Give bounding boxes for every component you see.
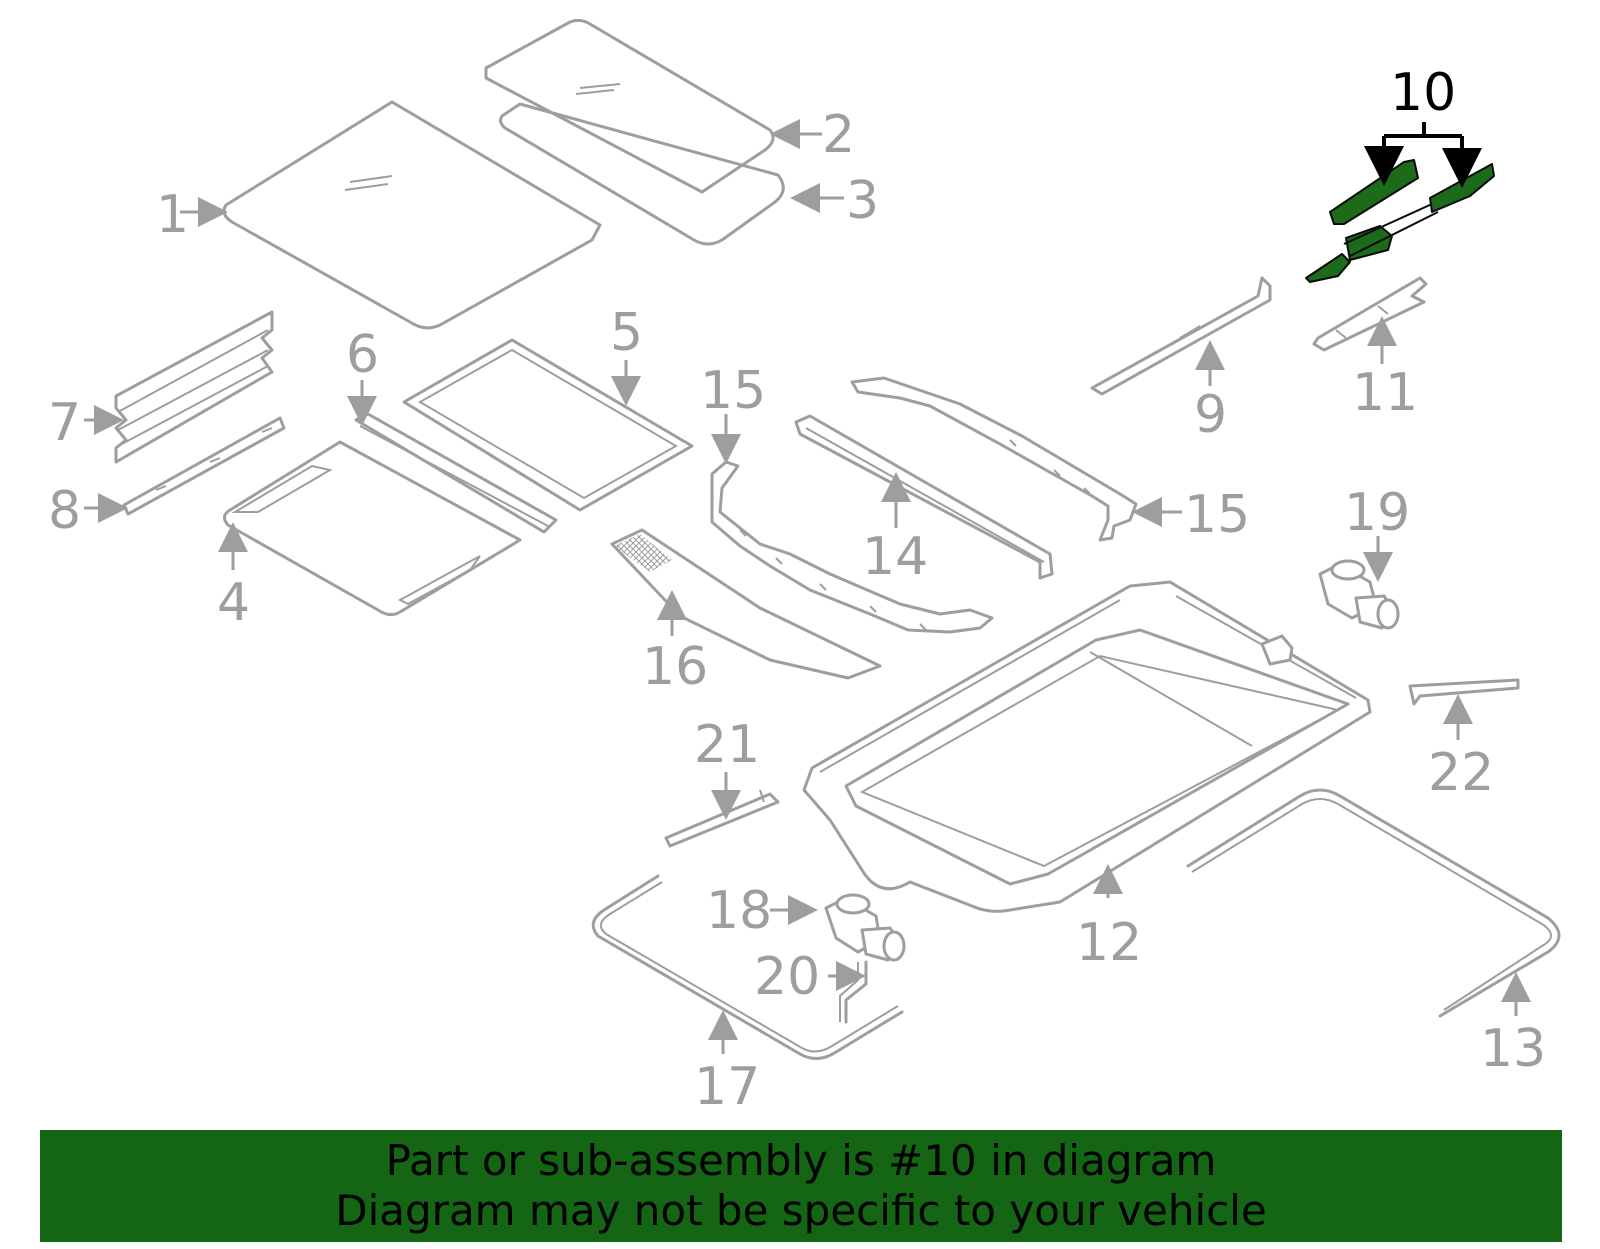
callout-4: 4 [217,573,250,633]
callout-6: 6 [346,325,379,385]
callout-16: 16 [642,637,708,697]
part-11-bracket [1312,276,1428,352]
callout-5: 5 [610,303,643,363]
callout-11: 11 [1352,363,1418,423]
part-12-main-frame [802,580,1372,913]
part-9-guide-rail [1090,276,1272,396]
part-6-bar [354,412,558,534]
part-20-hose [839,960,868,1024]
part-17-drain-frame [591,874,904,1060]
callout-15-right: 15 [1184,485,1250,545]
callout-18: 18 [706,881,772,941]
callout-14: 14 [862,527,928,587]
callout-7: 7 [48,393,81,453]
callout-12: 12 [1076,913,1142,973]
part-4-sunshade [223,440,522,617]
callout-10: 10 [1390,63,1456,123]
callout-arrows [84,119,1531,1054]
banner-line-1: Part or sub-assembly is #10 in diagram [385,1136,1217,1185]
callout-22: 22 [1428,743,1494,803]
callout-19: 19 [1344,483,1410,543]
part-16-mesh-deflector [610,528,882,680]
part-22-rail [1408,678,1520,706]
part-7-deflector [114,310,274,464]
callout-9: 9 [1194,385,1227,445]
part-13-seal [1186,788,1561,1018]
part-21-rail [664,789,780,848]
sunroof-parts-diagram: 1 2 3 4 5 6 7 8 9 10 11 12 13 14 15 15 1… [48,18,1561,1117]
part-18-motor [824,893,906,962]
callout-17: 17 [694,1057,760,1117]
callout-15-left: 15 [700,361,766,421]
part-1-front-glass [222,100,602,330]
callout-2: 2 [822,105,855,165]
part-5-frame [402,338,694,512]
info-banner: Part or sub-assembly is #10 in diagram D… [40,1130,1562,1242]
callout-13: 13 [1480,1019,1546,1079]
part-14-cross-bar [794,414,1054,580]
part-10-drive-assembly [1305,159,1495,283]
callout-1: 1 [156,185,189,245]
callout-21: 21 [694,715,760,775]
part-15-front-bracket [710,460,994,634]
part-3-rear-seal [499,102,785,246]
part-15-rear-bracket [850,376,1138,542]
callout-20: 20 [754,947,820,1007]
callout-labels: 1 2 3 4 5 6 7 8 9 10 11 12 13 14 15 15 1… [48,63,1546,1117]
part-8-rail [122,416,286,516]
callout-8: 8 [48,481,81,541]
callout-3: 3 [846,171,879,231]
part-19-motor [1318,559,1400,630]
banner-line-2: Diagram may not be specific to your vehi… [335,1186,1267,1235]
